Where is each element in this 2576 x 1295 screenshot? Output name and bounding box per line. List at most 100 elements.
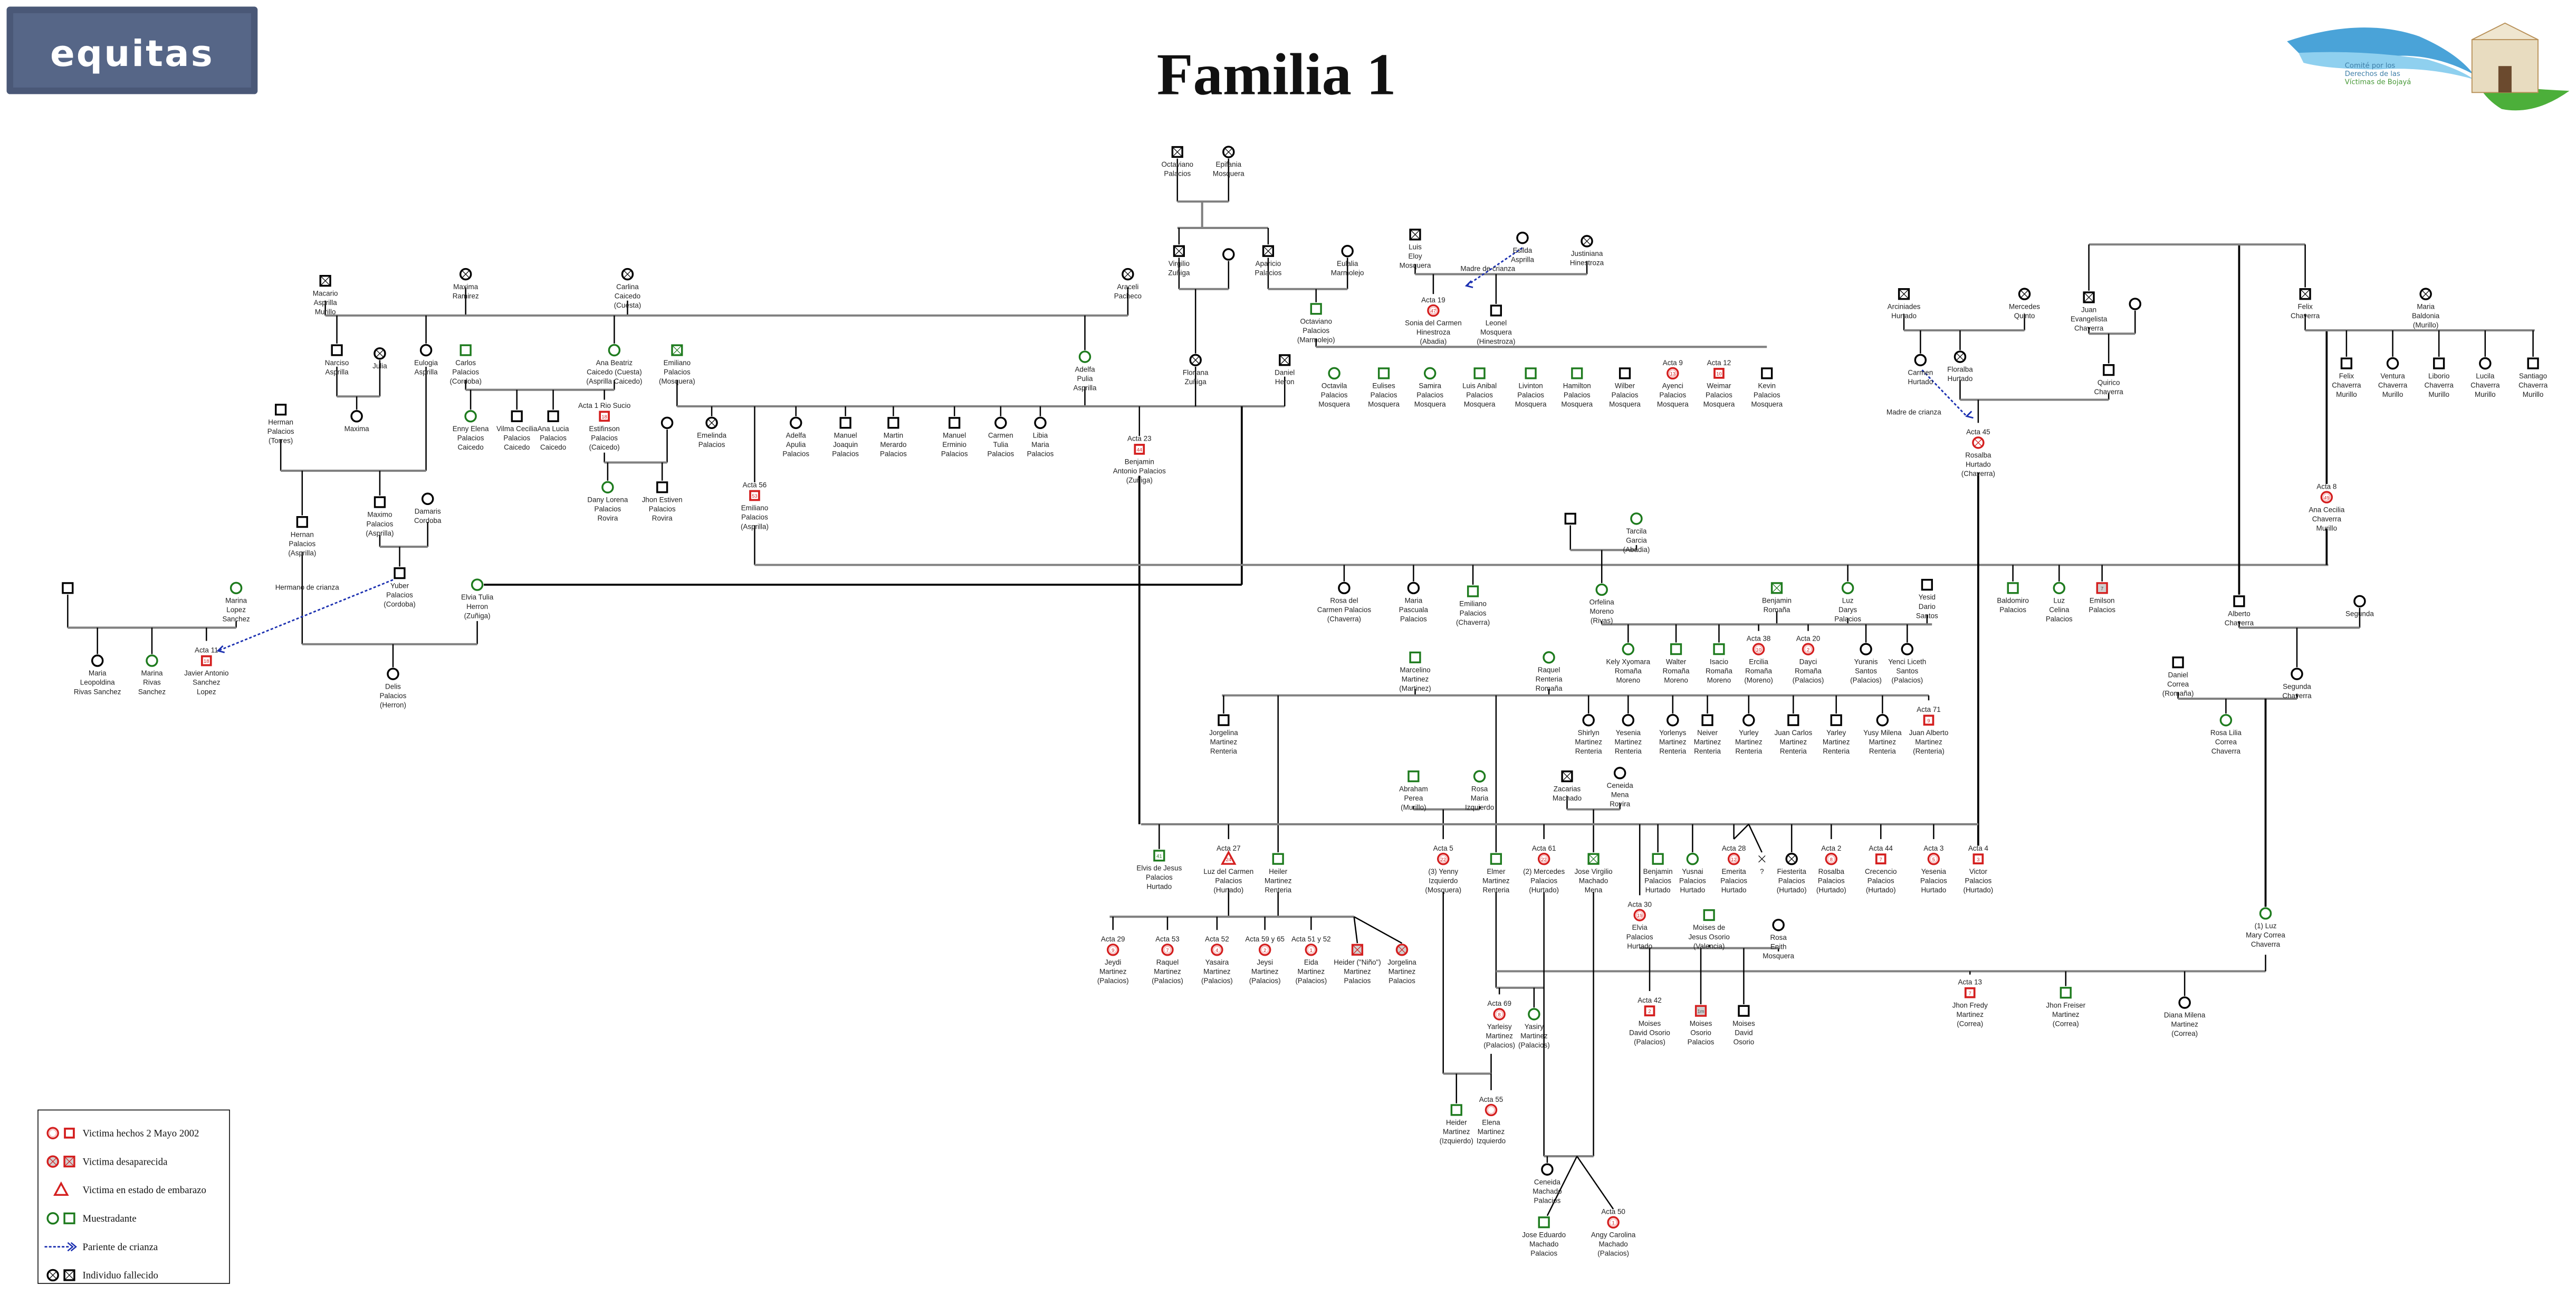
person-node[interactable]: Segunda: [2345, 595, 2374, 618]
person-node[interactable]: [2129, 298, 2141, 310]
person-node[interactable]: Julia: [372, 347, 387, 370]
person-node[interactable]: [62, 582, 74, 594]
person-node[interactable]: [1222, 248, 1235, 261]
person-node[interactable]: Maxima: [344, 410, 370, 433]
